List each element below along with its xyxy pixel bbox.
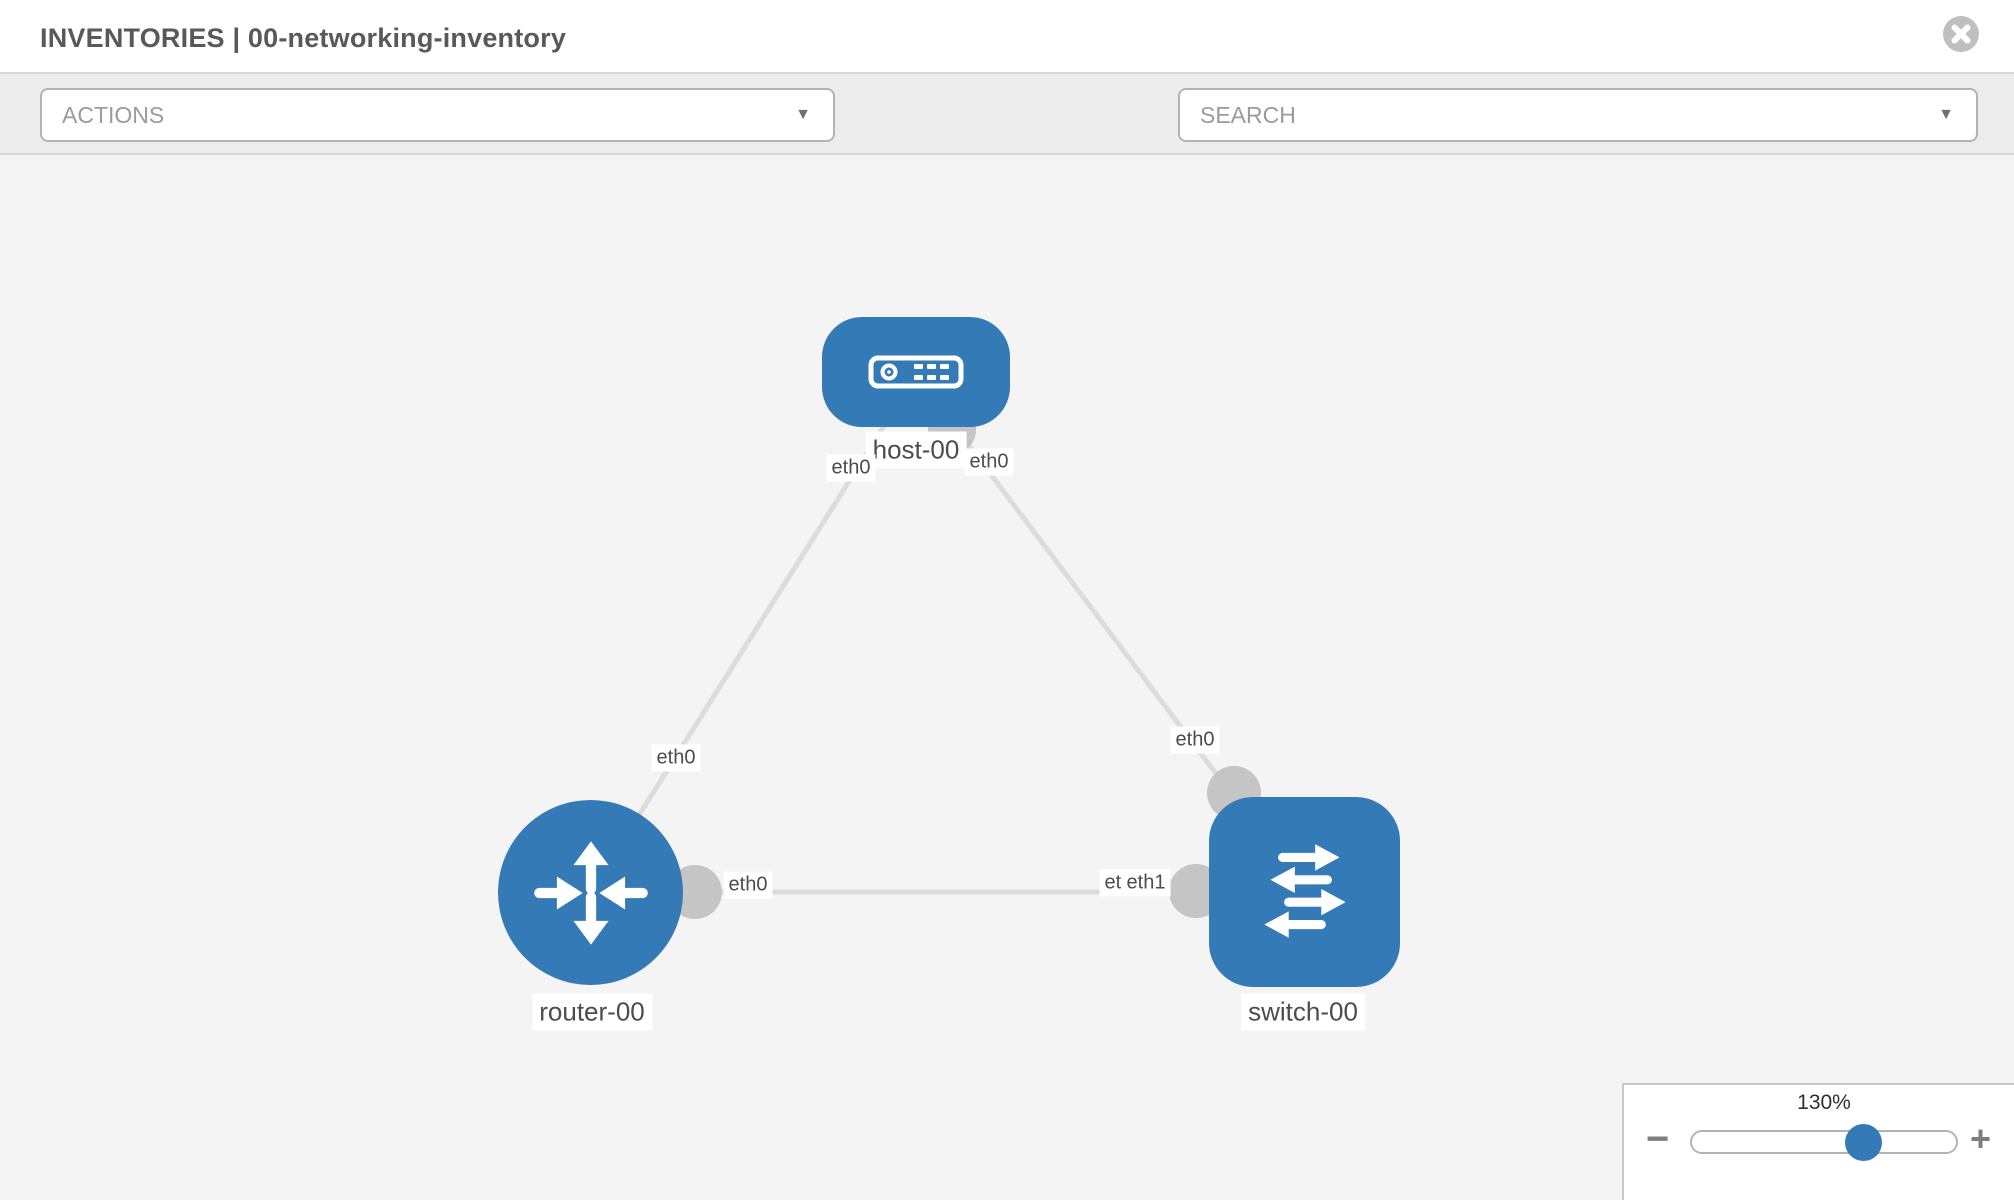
node-host-00[interactable] (822, 317, 1010, 427)
zoom-in-button[interactable]: + (1970, 1118, 1992, 1159)
close-icon (1943, 16, 1979, 52)
chevron-down-icon: ▼ (1938, 106, 1954, 123)
topology-canvas[interactable]: host-00 router-00 switch-00 eth0 eth0 et… (0, 155, 2014, 1200)
node-switch-00[interactable] (1209, 797, 1400, 987)
close-button[interactable] (1942, 15, 1980, 53)
toolbar: ACTIONS ▼ ▼ (0, 72, 2014, 208)
server-icon (868, 355, 964, 389)
node-label-router: router-00 (532, 993, 652, 1031)
search-input[interactable] (1180, 90, 1976, 140)
iface-label-host-right: eth0 (964, 448, 1014, 476)
zoom-level-value: 130% (1797, 1091, 1851, 1114)
zoom-slider-track[interactable] (1690, 1130, 1958, 1154)
node-router-00[interactable] (498, 800, 683, 985)
chevron-down-icon: ▼ (795, 106, 811, 123)
zoom-panel: 130% − + (1622, 1083, 2014, 1200)
iface-label-router-right: eth0 (723, 871, 773, 899)
search-box: ▼ (1178, 88, 1978, 142)
iface-label-switch-left: eth1 (1121, 869, 1171, 897)
iface-label-link-router: eth0 (651, 744, 701, 772)
switch-arrows-icon (1263, 844, 1346, 938)
zoom-out-button[interactable]: − (1646, 1117, 1670, 1161)
zoom-slider-thumb[interactable] (1845, 1124, 1882, 1161)
node-label-switch: switch-00 (1241, 993, 1365, 1031)
header: INVENTORIES | 00-networking-inventory (0, 0, 2014, 72)
node-label-host: host-00 (865, 431, 967, 469)
actions-dropdown-label: ACTIONS (62, 102, 165, 128)
iface-label-link-switch-top: eth0 (1170, 726, 1220, 754)
topology-links-layer (587, 373, 1307, 919)
actions-dropdown[interactable]: ACTIONS ▼ (40, 88, 835, 142)
iface-label-host-left: eth0 (826, 454, 876, 482)
router-arrows-icon (533, 840, 648, 945)
page-title: INVENTORIES | 00-networking-inventory (40, 23, 567, 53)
